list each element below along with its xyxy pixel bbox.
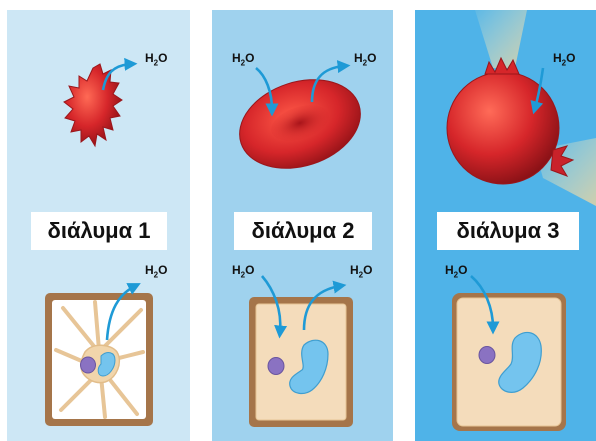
panel-solution-3: H2O διάλυμα 3 H2O (415, 10, 596, 441)
water-label-top: H2O (553, 51, 575, 67)
solution-1-label: διάλυμα 1 (31, 212, 167, 250)
panel-solution-1: H2O διάλυμα 1 H2O (7, 10, 190, 441)
nucleus (268, 358, 284, 375)
solution-3-label: διάλυμα 3 (437, 212, 579, 250)
cytoplasm (457, 298, 561, 426)
nucleus (81, 357, 96, 373)
water-label-top: H2O (145, 51, 167, 67)
water-label-bottom: H2O (445, 263, 467, 279)
water-label-top-in: H2O (232, 51, 254, 67)
nucleus (479, 347, 495, 364)
solution-2-label: διάλυμα 2 (234, 212, 372, 250)
swollen-red-blood-cell (447, 72, 559, 184)
water-label-bottom-out: H2O (350, 263, 372, 279)
water-label-top-out: H2O (354, 51, 376, 67)
panel-solution-2: H2O H2O διάλυμα 2 H2O H2O (212, 10, 393, 441)
water-label-bottom-in: H2O (232, 263, 254, 279)
water-label-bottom: H2O (145, 263, 167, 279)
